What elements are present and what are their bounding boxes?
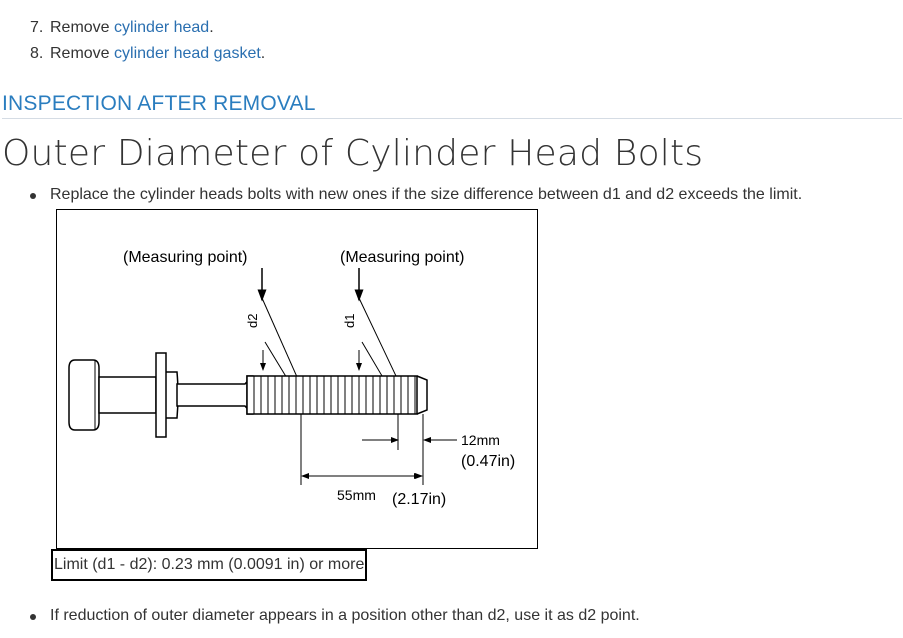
dim-55-inch-label: (2.17in) [392,491,446,508]
bullet-dot [30,614,36,620]
dim-12-inch-label: (0.47in) [461,453,515,470]
measuring-point-label-right: (Measuring point) [340,249,465,266]
thread-lines [253,376,416,414]
bullet-text: Replace the cylinder heads bolts with ne… [50,186,803,203]
bolt-neck [98,376,157,414]
bullet-dot [30,193,36,199]
d2-label: d2 [245,314,260,328]
step-number: 7. [30,19,44,36]
step-7: 7. Remove cylinder head. [0,15,265,41]
cylinder-head-gasket-link[interactable]: cylinder head gasket [114,45,261,62]
dim-55-label: 55mm [337,487,376,503]
bullet-item: Replace the cylinder heads bolts with ne… [30,186,802,204]
bolt-tip [416,375,428,415]
dim-12-label: 12mm [461,432,500,448]
bolt-head [68,359,100,431]
step-text: Remove [50,45,115,62]
page-title: Outer Diameter of Cylinder Head Bolts [2,133,704,174]
cylinder-head-link[interactable]: cylinder head [114,19,210,36]
section-heading: INSPECTION AFTER REMOVAL [2,92,902,119]
removal-steps-list: 7. Remove cylinder head. 8. Remove cylin… [0,15,265,67]
step-number: 8. [30,45,44,62]
step-8: 8. Remove cylinder head gasket. [0,41,265,67]
limit-spec-box: Limit (d1 - d2): 0.23 mm (0.0091 in) or … [51,549,368,581]
bolt-diagram: (Measuring point) (Measuring point) d2 d… [68,249,515,508]
bolt-thread [246,375,418,415]
bullet-text: If reduction of outer diameter appears i… [50,607,640,624]
d1-label: d1 [342,314,357,328]
step-suffix: . [209,19,214,36]
measuring-point-label-left: (Measuring point) [123,249,248,266]
step-suffix: . [260,45,266,62]
bolt-shank [176,375,254,415]
bolt-flange [155,352,179,438]
bullet-item: If reduction of outer diameter appears i… [30,607,640,625]
step-text: Remove [50,19,115,36]
bolt-diagram-figure: (Measuring point) (Measuring point) d2 d… [56,209,538,549]
